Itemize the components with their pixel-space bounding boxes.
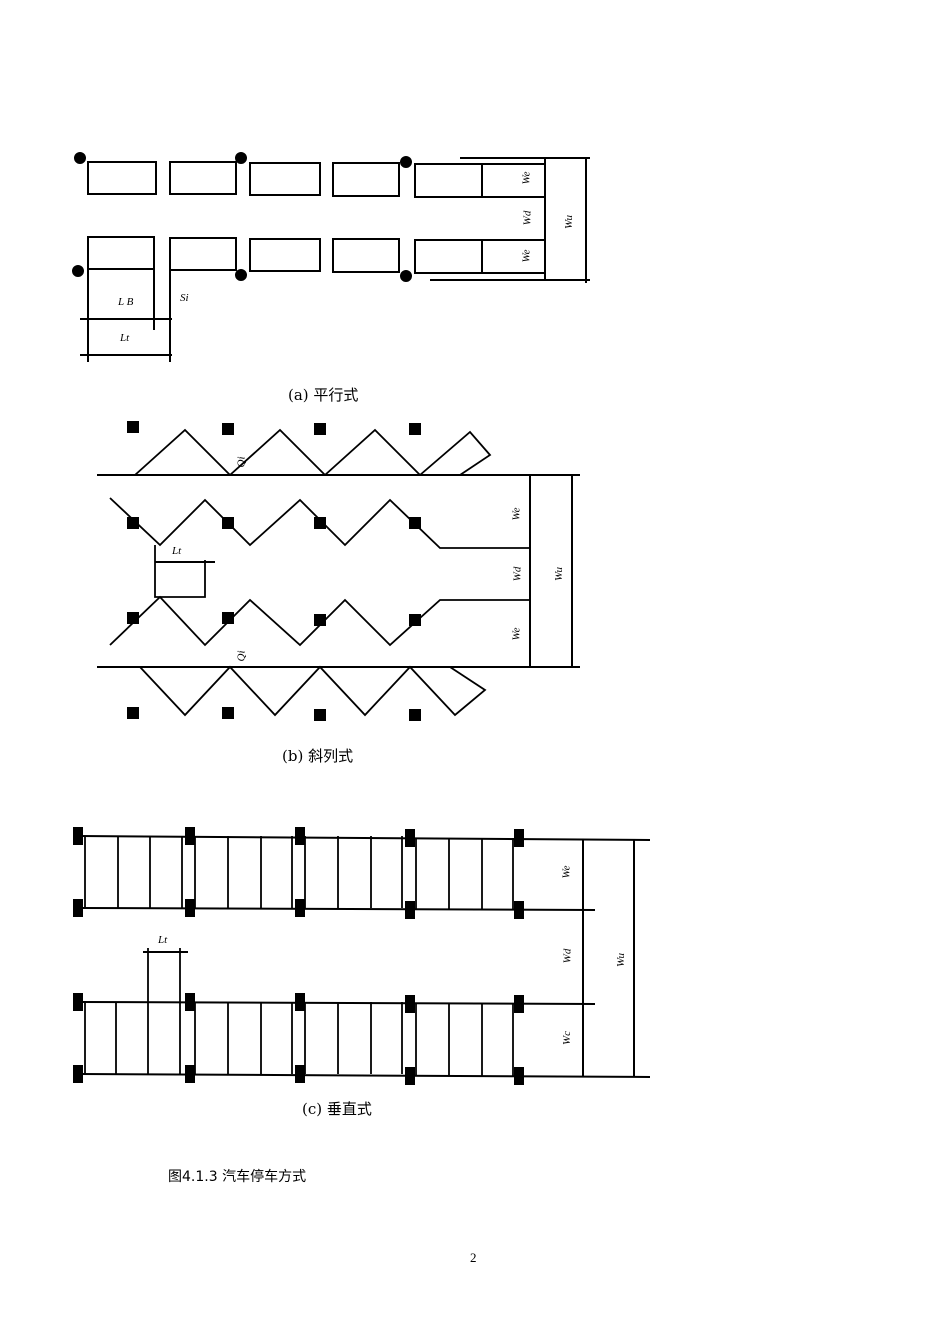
caption-a: (a) 平行式	[288, 386, 359, 404]
caption-c: (c) 垂直式	[302, 1100, 372, 1118]
label-wu: Wu	[563, 214, 576, 230]
label-angle-bottom: Qi	[235, 650, 248, 662]
label-si: Si	[180, 292, 189, 304]
label-wd: Wd	[521, 210, 534, 226]
figure-title: 图4.1.3 汽车停车方式	[168, 1169, 307, 1185]
label-wu: Wu	[615, 952, 628, 968]
label-wd: Wd	[561, 948, 574, 964]
label-we-bottom: We	[520, 249, 533, 263]
label-lt: Lt	[120, 332, 130, 344]
diagram-angled	[97, 421, 580, 721]
label-we-top: We	[510, 507, 523, 521]
label-we-bottom: We	[510, 627, 523, 641]
label-we-top: We	[520, 171, 533, 185]
caption-b: (b) 斜列式	[282, 747, 354, 765]
diagram-parallel	[72, 152, 590, 362]
label-wd: Wd	[511, 566, 524, 582]
label-lb: L B	[118, 296, 134, 308]
label-we-top: We	[560, 865, 573, 879]
label-lt: Lt	[172, 545, 182, 557]
diagram-perpendicular	[73, 827, 651, 1085]
label-wu: Wu	[553, 566, 566, 582]
label-lt: Lt	[158, 934, 168, 946]
label-angle-top: Qi	[235, 456, 248, 468]
page-number: 2	[470, 1250, 477, 1265]
label-we-bottom: Wc	[561, 1030, 574, 1046]
